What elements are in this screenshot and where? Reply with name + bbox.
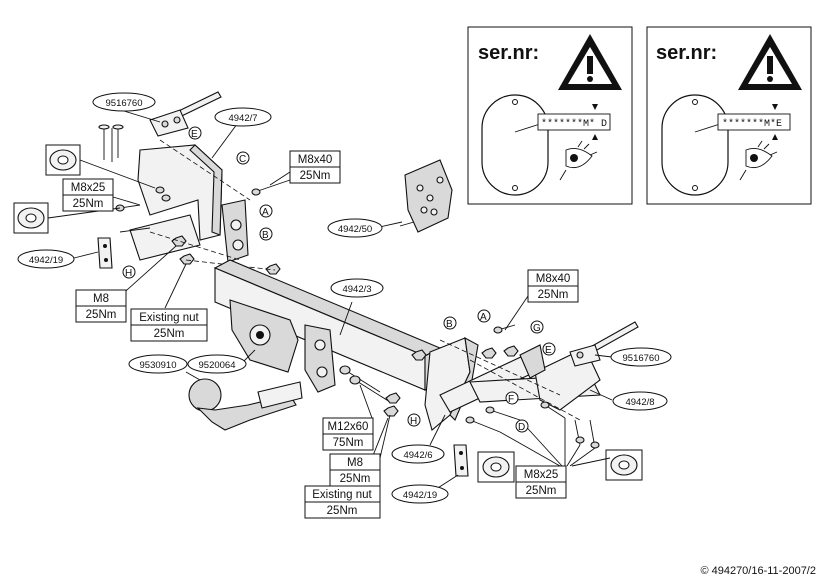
label-4942-3: 4942/3 [342,284,371,295]
copyright-footer: © 494270/16-11-2007/2 [700,565,816,577]
label-4942-7: 4942/7 [228,113,257,124]
label-m8-bottom-line2: 25Nm [340,473,371,485]
warning-panel-right: ser.nr: *******M*E [646,26,812,205]
label-m8x25-right-line1: M8x25 [524,469,559,481]
label-m8-bottom-line1: M8 [347,457,363,469]
label-4942-19-bottom: 4942/19 [403,490,437,501]
label-m8-left-line2: 25Nm [86,309,117,321]
label-4942-6: 4942/6 [403,450,432,461]
label-existing-nut-left-line2: 25Nm [154,328,185,340]
callout-labels: 9516760 4942/7 M8x40 25Nm M8x25 25Nm 494… [17,92,672,519]
label-m8x40-right-line2: 25Nm [538,289,569,301]
label-existing-nut-bottom-line2: 25Nm [327,505,358,517]
marker-h-left: H [125,268,132,279]
washer-icon-right-far [605,449,643,481]
label-9516760-left: 9516760 [106,98,143,109]
label-m12x60-line1: M12x60 [328,421,369,433]
label-m8x40-right-line1: M8x40 [536,273,571,285]
warning-triangle-icon-left [558,34,622,90]
cross-beam [213,259,442,417]
label-m8x40-top-line1: M8x40 [298,154,333,166]
serial-code-left: *******M* D [541,118,607,130]
serial-label-right: ser.nr: [656,42,717,64]
label-m8x40-top-line2: 25Nm [300,170,331,182]
marker-c-left: C [239,154,246,165]
serial-code-right: *******M*E [722,118,782,130]
marker-e-right: E [545,345,552,356]
eye-icon-left [559,140,598,181]
label-4942-19-left: 4942/19 [29,255,63,266]
label-m8x25-right-line2: 25Nm [526,485,557,497]
warning-triangle-icon-right [738,34,802,90]
leader-lines [73,110,613,494]
marker-e-left: E [191,129,198,140]
socket-plate-assembly [399,159,453,233]
letter-markers: E C A B H B A G E F D H [122,126,556,433]
warning-panel-left: ser.nr: *******M* D [467,26,633,205]
label-m8x25-left-line1: M8x25 [71,182,106,194]
marker-d-right: D [518,422,525,433]
right-bracket-assembly [411,321,643,483]
marker-f-right: F [508,394,514,405]
marker-b-left: B [262,230,269,241]
label-4942-50: 4942/50 [338,224,372,235]
label-existing-nut-bottom-line1: Existing nut [312,489,372,501]
marker-h-right: H [410,416,417,427]
marker-g-right: G [533,323,541,334]
label-9530910: 9530910 [140,360,177,371]
label-9520064: 9520064 [199,360,236,371]
tow-ball [188,378,303,431]
label-m8x25-left-line2: 25Nm [73,198,104,210]
marker-b-right: B [446,319,453,330]
label-m12x60-line2: 75Nm [333,437,364,449]
washer-icon-left-upper [45,144,81,176]
label-m8-left-line1: M8 [93,293,109,305]
serial-label-left: ser.nr: [478,42,539,64]
washer-icon-left-lower [13,202,49,234]
label-existing-nut-left-line1: Existing nut [139,312,199,324]
label-4942-8: 4942/8 [625,397,654,408]
tow-ball-plate-outline-left [481,94,549,196]
tow-ball-plate-outline-right [661,94,729,196]
eye-icon-right [739,140,778,181]
label-9516760-right: 9516760 [623,353,660,364]
marker-a-left: A [262,207,269,218]
marker-a-right: A [480,312,487,323]
washer-icon-right-bottom [477,451,515,483]
